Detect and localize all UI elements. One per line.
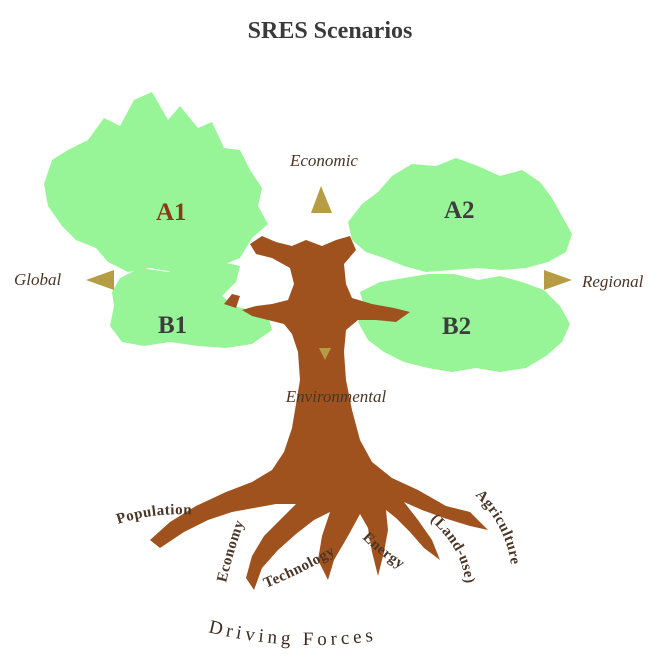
foliage-a2 <box>348 158 572 272</box>
scenario-label-b1: B1 <box>158 312 187 339</box>
axis-label-environmental: Environmental <box>285 387 387 406</box>
axis-label-regional: Regional <box>581 272 644 291</box>
tree-trunk <box>150 236 488 590</box>
scenario-label-a2: A2 <box>444 197 475 224</box>
arrow-down-icon <box>319 348 331 360</box>
foliage-b2 <box>358 274 570 372</box>
scenario-label-b2: B2 <box>442 313 471 340</box>
axis-label-global: Global <box>14 270 62 289</box>
diagram-title: SRES Scenarios <box>248 18 413 44</box>
axis-label-economic: Economic <box>289 151 358 170</box>
driving-force-economy: Economy <box>214 518 248 584</box>
scenario-label-a1: A1 <box>156 199 187 226</box>
driving-forces-title: Driving Forces <box>207 616 378 650</box>
arrow-left-icon <box>86 270 114 290</box>
foliage-b1 <box>110 262 272 348</box>
foliage-a1 <box>44 92 268 272</box>
arrow-right-icon <box>544 270 572 290</box>
branch-stub <box>224 294 240 308</box>
arrow-up-icon <box>311 186 332 213</box>
